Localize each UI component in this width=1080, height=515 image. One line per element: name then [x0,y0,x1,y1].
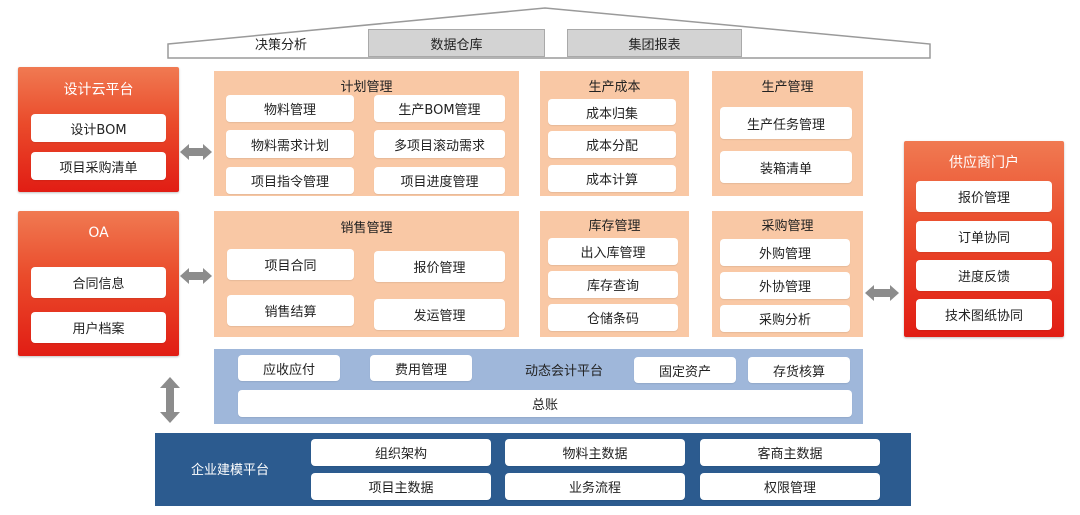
project-progress-box[interactable]: 项目进度管理 [374,167,505,194]
double-arrow-icon [865,285,899,301]
plan-mgmt-title: 计划管理 [340,80,393,95]
prod-task-box[interactable]: 生产任务管理 [720,107,852,139]
production-bom-box[interactable]: 生产BOM管理 [374,95,505,122]
group-report-box[interactable]: 集团报表 [567,29,742,57]
material-master-box[interactable]: 物料主数据 [505,439,685,466]
supplier-portal-panel: 供应商门户 报价管理 订单协同 进度反馈 技术图纸协同 [904,141,1064,337]
business-process-box[interactable]: 业务流程 [505,473,685,500]
customer-supplier-master-box[interactable]: 客商主数据 [700,439,880,466]
warehouse-barcode-box[interactable]: 仓储条码 [548,304,678,331]
packing-list-box[interactable]: 装箱清单 [720,151,852,183]
project-purchase-list-box[interactable]: 项目采购清单 [31,152,166,180]
design-cloud-title: 设计云平台 [63,82,134,98]
material-mgmt-box[interactable]: 物料管理 [226,95,354,122]
general-ledger-box[interactable]: 总账 [238,390,852,417]
supplier-quote-box[interactable]: 报价管理 [916,181,1052,212]
accounting-platform-panel: 应收应付 费用管理 动态会计平台 固定资产 存货核算 总账 [214,349,863,424]
prod-mgmt-panel: 生产管理 生产任务管理 装箱清单 [712,71,863,196]
mrp-box[interactable]: 物料需求计划 [226,130,354,158]
design-bom-box[interactable]: 设计BOM [31,114,166,142]
contract-info-box[interactable]: 合同信息 [31,267,166,298]
inventory-accounting-box[interactable]: 存货核算 [748,357,850,383]
user-archive-box[interactable]: 用户档案 [31,312,166,343]
multi-project-demand-box[interactable]: 多项目滚动需求 [374,130,505,158]
purchase-analysis-box[interactable]: 采购分析 [720,305,850,332]
oa-title: OA [88,225,109,241]
cost-allocation-box[interactable]: 成本分配 [548,131,676,158]
supplier-portal-title: 供应商门户 [949,155,1019,171]
enterprise-modeling-title: 企业建模平台 [190,463,269,478]
org-structure-box[interactable]: 组织架构 [311,439,491,466]
decision-analysis-label: 决策分析 [254,38,307,53]
purchase-title: 采购管理 [761,219,814,234]
order-collab-box[interactable]: 订单协同 [916,221,1052,252]
sales-mgmt-title: 销售管理 [340,221,393,236]
plan-mgmt-panel: 计划管理 物料管理 生产BOM管理 物料需求计划 多项目滚动需求 项目指令管理 … [214,71,519,196]
double-arrow-icon [180,268,212,284]
project-master-box[interactable]: 项目主数据 [311,473,491,500]
accounting-platform-title: 动态会计平台 [524,364,603,379]
prod-cost-panel: 生产成本 成本归集 成本分配 成本计算 [540,71,689,196]
inventory-title: 库存管理 [588,219,641,234]
tech-drawing-box[interactable]: 技术图纸协同 [916,299,1052,330]
cost-collection-box[interactable]: 成本归集 [548,99,676,125]
outsourced-processing-box[interactable]: 外协管理 [720,272,850,299]
stock-query-box[interactable]: 库存查询 [548,271,678,298]
enterprise-modeling-panel: 企业建模平台 组织架构 物料主数据 客商主数据 项目主数据 业务流程 权限管理 [155,433,911,506]
permission-mgmt-box[interactable]: 权限管理 [700,473,880,500]
shipping-mgmt-box[interactable]: 发运管理 [374,299,505,330]
oa-panel: OA 合同信息 用户档案 [18,211,179,356]
in-out-stock-box[interactable]: 出入库管理 [548,238,678,265]
vertical-double-arrow-icon [160,377,180,423]
progress-feedback-box[interactable]: 进度反馈 [916,260,1052,291]
data-warehouse-box[interactable]: 数据仓库 [368,29,545,57]
prod-cost-title: 生产成本 [588,80,641,95]
purchase-panel: 采购管理 外购管理 外协管理 采购分析 [712,211,863,337]
prod-mgmt-title: 生产管理 [761,80,814,95]
design-cloud-panel: 设计云平台 设计BOM 项目采购清单 [18,67,179,192]
sales-settlement-box[interactable]: 销售结算 [227,295,354,326]
sales-quote-box[interactable]: 报价管理 [374,251,505,282]
double-arrow-icon [180,144,212,160]
project-contract-box[interactable]: 项目合同 [227,249,354,280]
cost-calc-box[interactable]: 成本计算 [548,165,676,192]
fixed-assets-box[interactable]: 固定资产 [634,357,736,383]
receivable-payable-box[interactable]: 应收应付 [238,355,340,381]
outsourced-purchase-box[interactable]: 外购管理 [720,239,850,266]
project-order-box[interactable]: 项目指令管理 [226,167,354,194]
expense-mgmt-box[interactable]: 费用管理 [370,355,472,381]
inventory-panel: 库存管理 出入库管理 库存查询 仓储条码 [540,211,689,337]
sales-mgmt-panel: 销售管理 项目合同 报价管理 销售结算 发运管理 [214,211,519,337]
